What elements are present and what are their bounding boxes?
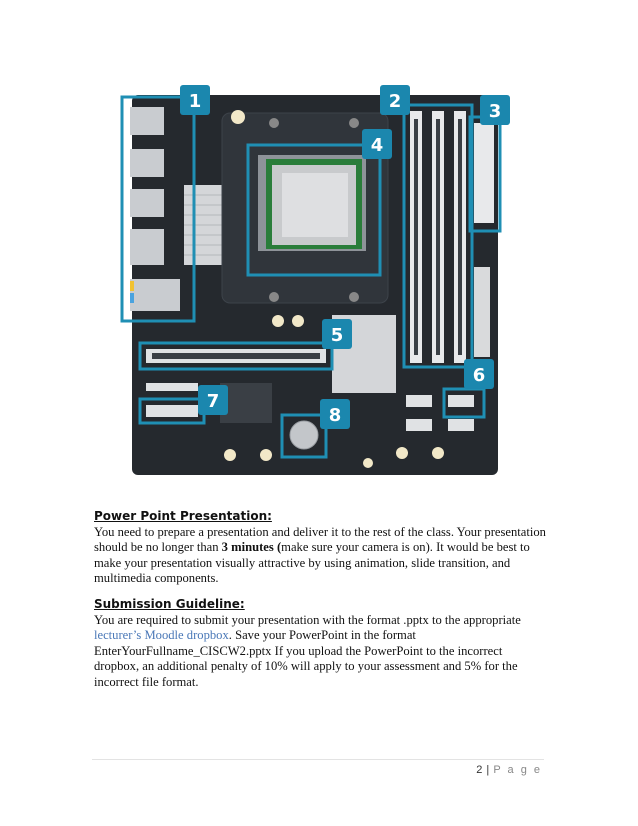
cpu-socket — [221, 112, 389, 304]
ram-slots — [410, 111, 466, 363]
page-footer: 2 | P a g e — [476, 764, 542, 776]
presentation-heading: Power Point Presentation: — [94, 509, 272, 523]
submission-text-2: . Save your PowerPoint in the format Ent… — [94, 628, 518, 689]
highlight-ram — [402, 103, 474, 369]
sata-ports — [406, 395, 474, 431]
page-number: 2 — [476, 764, 483, 776]
presentation-text-1: You need to prepare a presentation and d… — [94, 524, 546, 555]
highlight-battery — [280, 413, 328, 459]
cmos-battery — [289, 420, 319, 450]
callout-7: 7 — [207, 391, 220, 412]
callout-2: 2 — [389, 91, 402, 112]
pcie-x1-slot — [146, 383, 198, 391]
callout-3: 3 — [489, 101, 502, 122]
submission-text-1: You are required to submit your presenta… — [94, 612, 521, 627]
footer-separator: | — [486, 764, 490, 776]
presentation-duration: 3 minutes ( — [221, 540, 282, 555]
callout-6: 6 — [473, 365, 486, 386]
moodle-dropbox-link[interactable]: lecturer’s Moodle dropbox — [94, 628, 229, 643]
highlight-sata — [442, 387, 486, 419]
presentation-text-2: make sure your camera is on). It would b… — [94, 540, 530, 586]
callout-1: 1 — [189, 91, 202, 112]
presentation-section: Power Point Presentation: You need to pr… — [94, 509, 550, 587]
submission-heading: Submission Guideline: — [94, 597, 245, 611]
callout-5: 5 — [331, 325, 344, 346]
highlight-pcie — [138, 341, 334, 371]
highlight-cpu — [246, 143, 382, 277]
power-connector — [474, 123, 494, 223]
callout-4: 4 — [371, 135, 384, 156]
motherboard-diagram: 1 2 3 4 5 6 7 8 — [120, 85, 510, 475]
callout-8: 8 — [329, 405, 342, 426]
io-ports — [130, 107, 180, 311]
page-label: P a g e — [493, 764, 542, 776]
highlight-io-ports — [120, 95, 196, 323]
footer-divider — [92, 759, 544, 760]
submission-section: Submission Guideline: You are required t… — [94, 597, 550, 691]
